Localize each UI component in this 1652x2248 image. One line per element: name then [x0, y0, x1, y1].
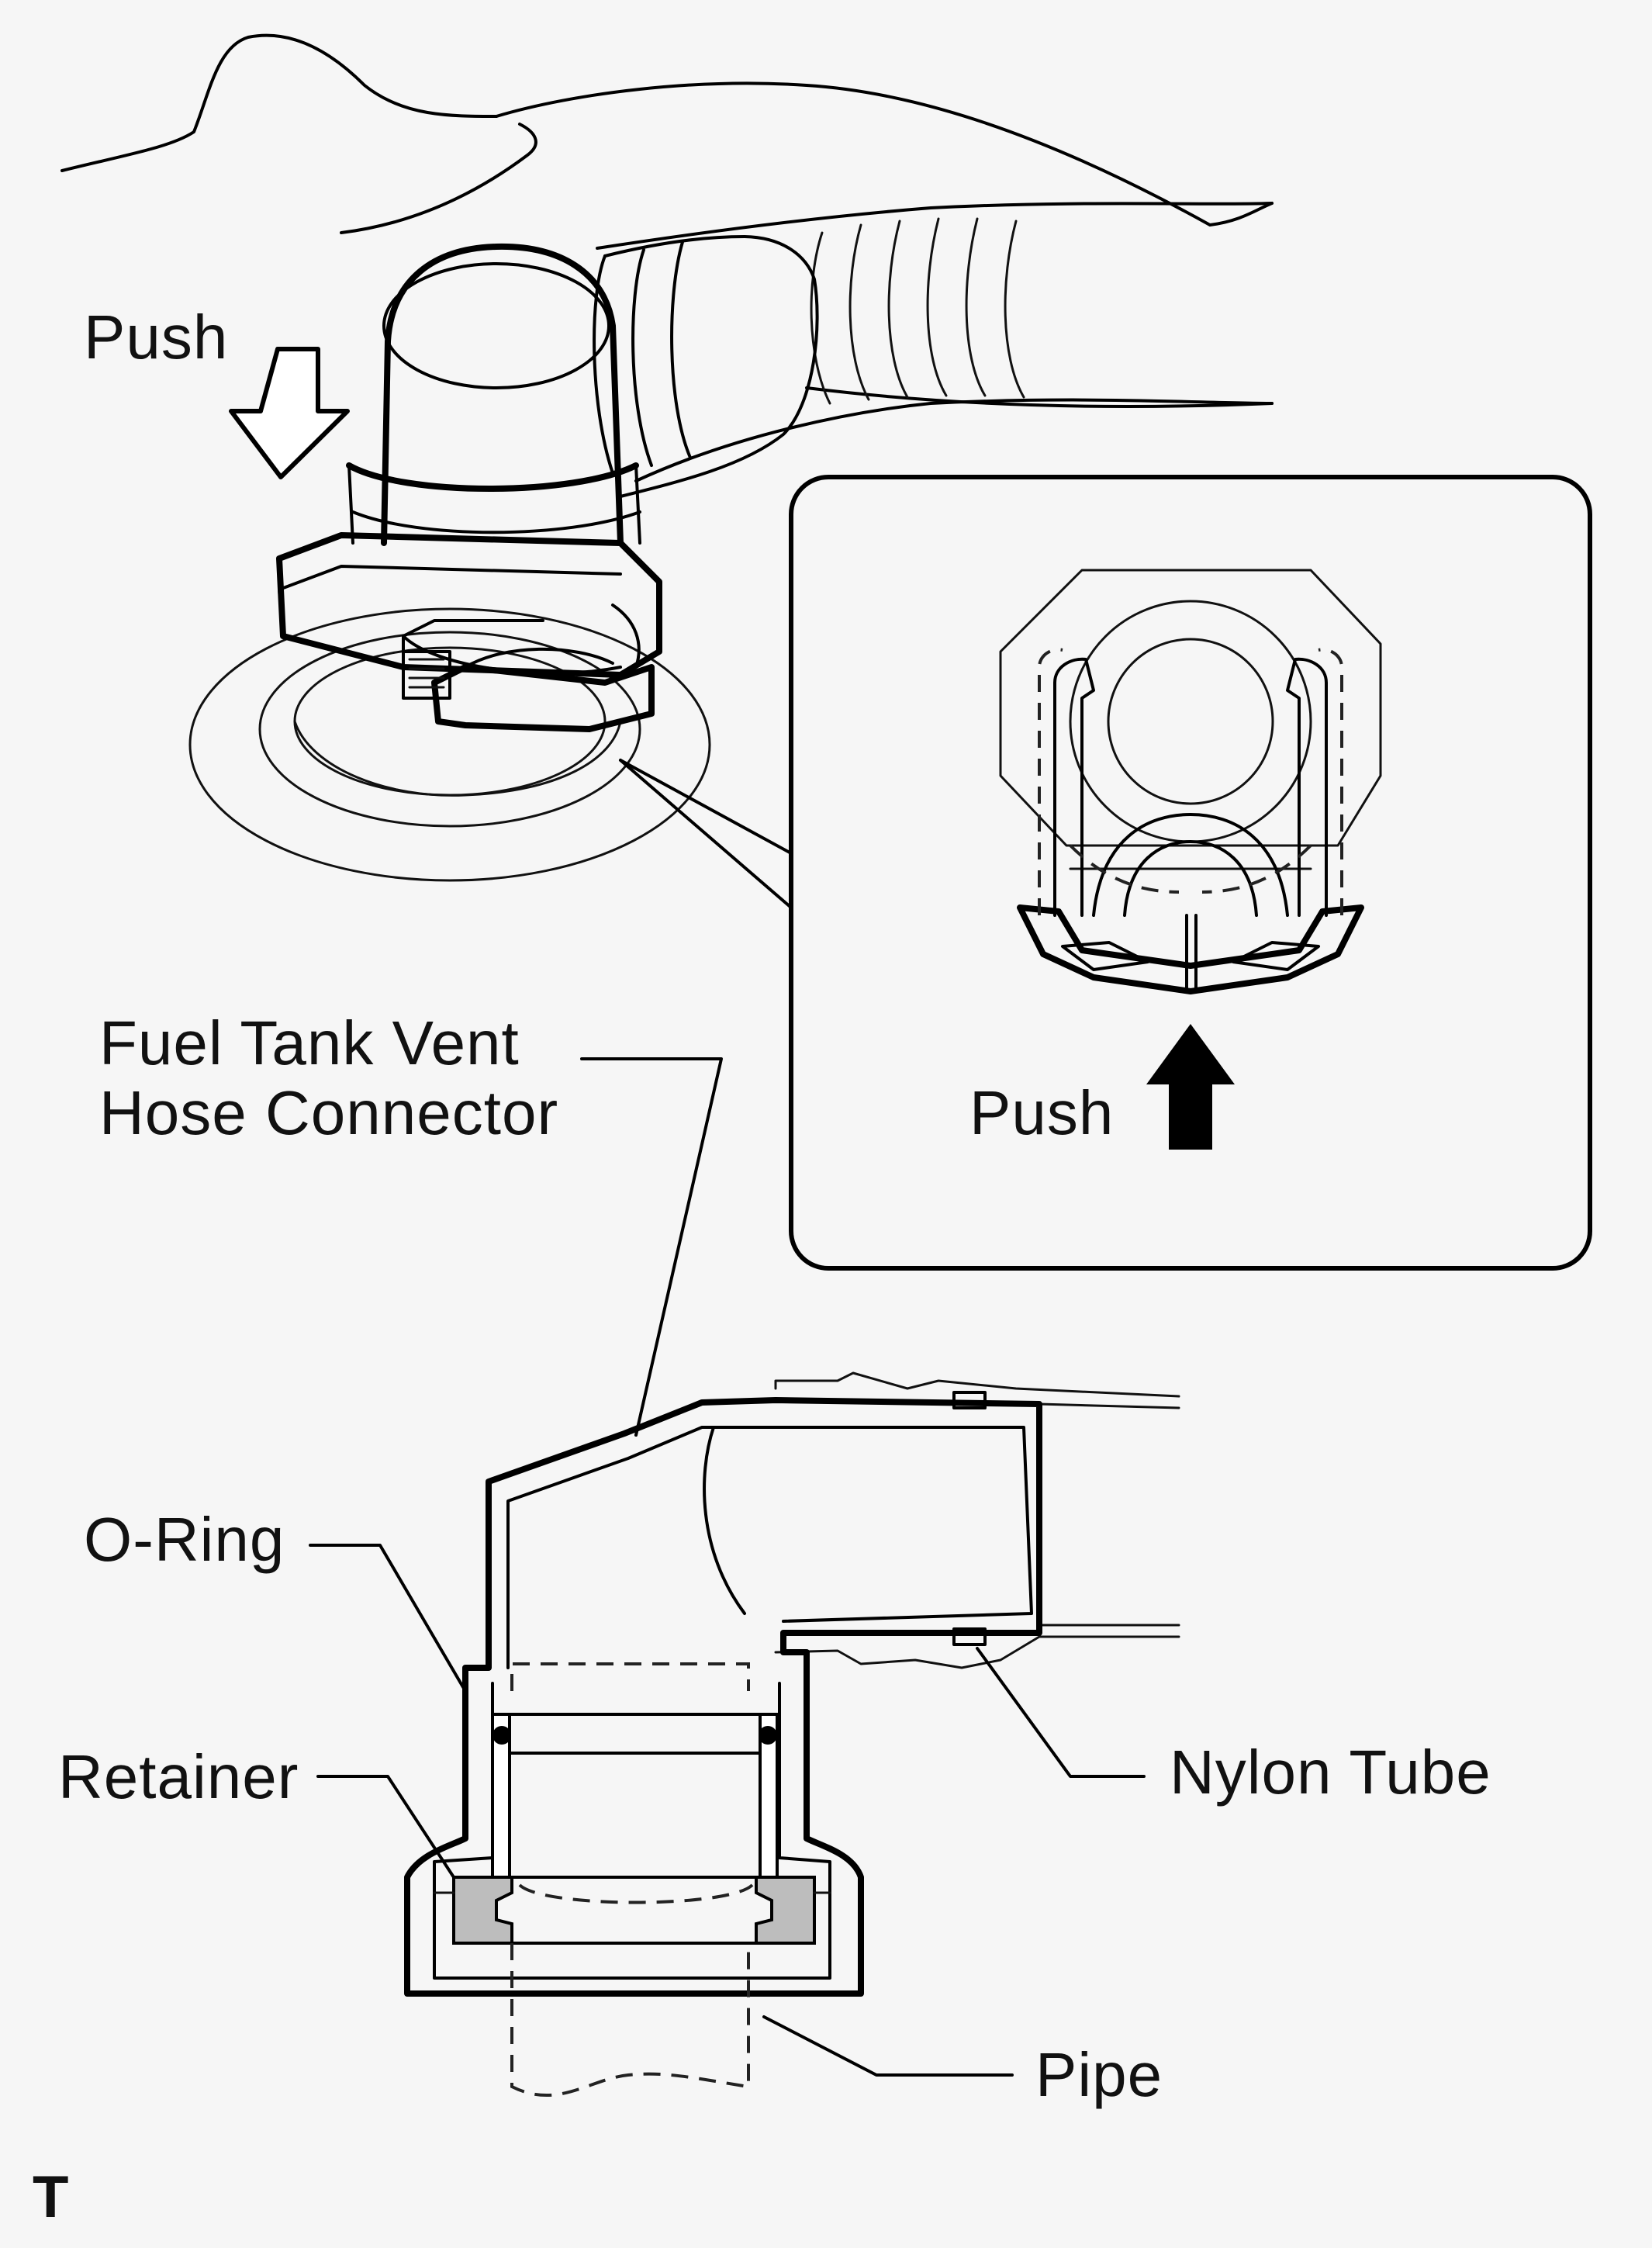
- inset-callout-leader: [619, 759, 793, 909]
- push-up-arrow-icon: [1146, 1024, 1235, 1150]
- elbow-connector: [346, 235, 819, 546]
- retainer-label: Retainer: [58, 1742, 299, 1811]
- corner-mark: T: [33, 2164, 68, 2230]
- retainer-detail-inset: [789, 475, 1592, 1271]
- nylon-tube-label: Nylon Tube: [1170, 1738, 1491, 1807]
- connector-label-line1: Fuel Tank Vent: [99, 1008, 520, 1077]
- push-label-inset: Push: [969, 1078, 1114, 1147]
- push-down-arrow-icon: [229, 347, 350, 479]
- tank-body-outline: [60, 33, 1274, 408]
- pipe-label: Pipe: [1035, 2040, 1163, 2109]
- push-label-top: Push: [84, 303, 228, 372]
- vent-hose: [596, 202, 1274, 482]
- connector-cross-section: [404, 1371, 1180, 2098]
- o-ring-label: O-Ring: [84, 1505, 285, 1574]
- retainer-clip-housing: [276, 532, 662, 732]
- tank-flange: [188, 607, 711, 882]
- label-leaders: [309, 1057, 1146, 2077]
- connector-label-line2: Hose Connector: [99, 1078, 558, 1147]
